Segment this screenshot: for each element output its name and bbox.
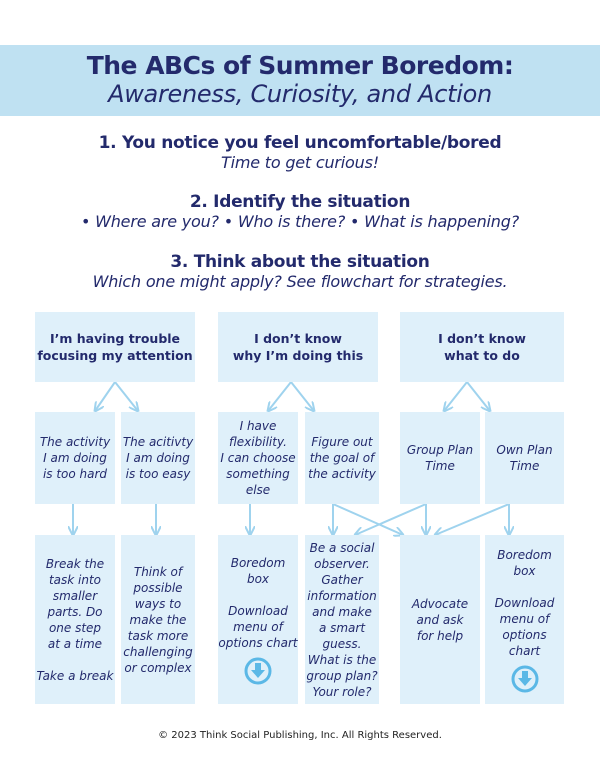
box-text: Own Plan Time (496, 443, 553, 473)
top-box: I don’t know what to do (400, 312, 564, 382)
arrow (290, 381, 314, 411)
middle-box: I have flexibility. I can choose somethi… (218, 412, 298, 504)
step-sub: Which one might apply? See flowchart for… (92, 272, 508, 291)
box-text: I don’t know why I’m doing this (232, 331, 364, 363)
copyright: © 2023 Think Social Publishing, Inc. All… (158, 730, 442, 741)
box-text: Be a social observer. Gather information… (306, 540, 378, 699)
step-1: 1. You notice you feel uncomfortable/bor… (0, 133, 600, 172)
middle-box: The acitivty I am doing is too easy (121, 412, 195, 504)
bottom-box: Break the task into smaller parts. Do on… (35, 535, 115, 704)
bottom-box: Advocate and ask for help (400, 535, 480, 704)
box-text: Advocate and ask for help (411, 596, 469, 643)
box-text: Figure out the goal of the activity (308, 435, 376, 481)
step-heading: 3. Think about the situation (170, 252, 430, 272)
arrow (444, 381, 468, 411)
bottom-box: Boredom box Download menu of options cha… (218, 535, 298, 704)
middle-box: Figure out the goal of the activity (305, 412, 379, 504)
bottom-box: Think of possible ways to make the task … (121, 535, 195, 704)
arrow (466, 381, 490, 411)
subtitle: Awareness, Curiosity, and Action (108, 80, 492, 108)
arrow (114, 381, 138, 411)
box-text: I don’t know what to do (438, 331, 526, 363)
step-heading: 1. You notice you feel uncomfortable/bor… (98, 133, 502, 153)
arrow (268, 381, 292, 411)
arrow (95, 381, 116, 411)
download-circle-icon[interactable] (511, 665, 539, 693)
arrow (435, 503, 510, 535)
middle-box: The activity I am doing is too hard (35, 412, 115, 504)
arrow (332, 503, 403, 535)
middle-box: Own Plan Time (485, 412, 564, 504)
bottom-box: Be a social observer. Gather information… (305, 535, 379, 704)
box-text: Boredom box Download menu of options cha… (218, 555, 298, 650)
box-text: The acitivty I am doing is too easy (122, 435, 194, 481)
step-2: 2. Identify the situation • Where are yo… (0, 192, 600, 231)
middle-box: Group Plan Time (400, 412, 480, 504)
box-text: I’m having trouble focusing my attention (37, 331, 193, 363)
step-sub: Time to get curious! (221, 153, 379, 172)
step-heading: 2. Identify the situation (189, 192, 411, 212)
bottom-box: Boredom box Download menu of options cha… (485, 535, 564, 704)
box-text: Boredom box Download menu of options cha… (494, 547, 555, 658)
top-box: I don’t know why I’m doing this (218, 312, 378, 382)
title: The ABCs of Summer Boredom: (86, 51, 514, 80)
download-circle-icon[interactable] (244, 657, 272, 685)
box-text: The activity I am doing is too hard (39, 435, 111, 481)
arrow (355, 503, 427, 535)
box-text: Break the task into smaller parts. Do on… (36, 556, 114, 683)
box-text: Group Plan Time (406, 443, 474, 473)
step-3: 3. Think about the situation Which one m… (0, 252, 600, 291)
box-text: Think of possible ways to make the task … (123, 564, 193, 675)
box-text: I have flexibility. I can choose somethi… (220, 419, 296, 497)
title-banner: The ABCs of Summer Boredom: Awareness, C… (0, 45, 600, 116)
top-box: I’m having trouble focusing my attention (35, 312, 195, 382)
step-sub: • Where are you? • Who is there? • What … (80, 212, 519, 231)
